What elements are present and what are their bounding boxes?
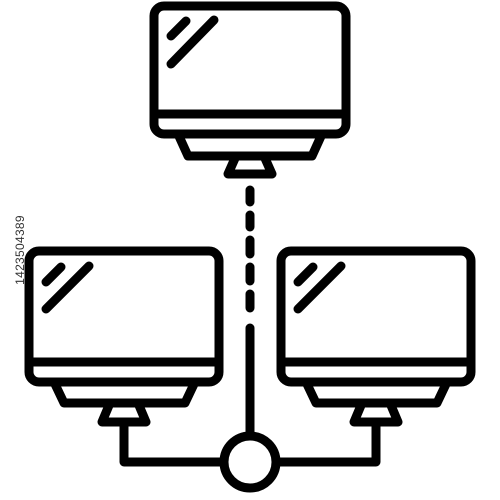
monitor-top-icon [149, 1, 351, 179]
monitor-top-base [173, 129, 327, 161]
monitor-right-glare-long [293, 261, 346, 314]
monitor-right-glare-short [293, 262, 318, 287]
monitor-top-stand [223, 151, 277, 179]
wire-left-to-hub [119, 417, 229, 467]
monitor-left-icon [24, 246, 224, 427]
monitor-left-glare-long [41, 261, 94, 314]
monitor-left-stand [97, 398, 151, 427]
network-hub-icon [219, 431, 281, 493]
monitor-left-glare-short [41, 262, 66, 287]
monitor-left-base [49, 377, 200, 408]
monitor-top-glare-long [166, 15, 219, 69]
wire-right-to-hub [271, 417, 381, 467]
monitor-right-stand [349, 398, 403, 427]
monitor-top-glare-short [166, 16, 191, 41]
monitor-right-base [301, 377, 452, 408]
watermark-id-text: 1423504389 [13, 215, 27, 285]
monitor-right-icon [276, 246, 476, 427]
